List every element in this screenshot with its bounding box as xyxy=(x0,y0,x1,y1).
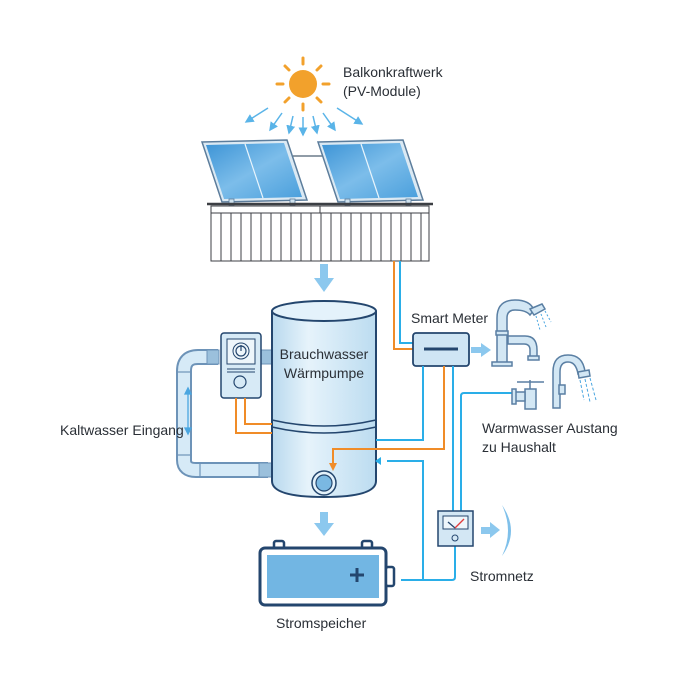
grid-meter[interactable] xyxy=(437,510,474,547)
cold-water-pipe xyxy=(176,349,274,478)
grid-arrow xyxy=(481,505,511,556)
heat-pump-tank xyxy=(271,300,377,499)
storage-label: Stromspeicher xyxy=(276,615,367,631)
pv-label-line2: (PV-Module) xyxy=(343,83,421,99)
pv-wires xyxy=(393,261,413,350)
shower-tap-icon xyxy=(491,299,547,367)
warm-water-label: Warmwasser Austang zu Haushalt xyxy=(482,419,618,457)
pv-panel-left xyxy=(200,139,309,206)
grid-label: Stromnetz xyxy=(470,568,534,584)
controller-wires xyxy=(235,398,272,434)
heatpump-label-line2: Wärmpumpe xyxy=(283,365,365,381)
valve-tap-icon xyxy=(511,380,544,410)
warm-water-label-line1: Warmwasser Austang xyxy=(482,420,618,436)
pv-label: Balkonkraftwerk (PV-Module) xyxy=(343,63,443,101)
smart-meter-label: Smart Meter xyxy=(411,310,489,326)
heatpump-label: Brauchwasser Wärmpumpe xyxy=(277,345,371,383)
balcony-railing xyxy=(207,202,433,262)
flow-direction-arrow xyxy=(183,386,193,436)
meter-to-tap-arrow xyxy=(471,343,491,357)
gooseneck-tap-icon xyxy=(552,354,591,409)
controller-unit[interactable] xyxy=(220,332,262,399)
orange-arrowhead xyxy=(329,463,337,471)
battery-icon xyxy=(258,539,396,607)
blue-arrowhead xyxy=(375,457,381,465)
energy-flow-arrow-down xyxy=(314,264,334,292)
water-spray-right xyxy=(579,377,597,403)
sun-rays xyxy=(244,107,364,137)
storage-flow-arrow xyxy=(314,512,334,536)
meter-wires xyxy=(332,366,517,581)
cold-water-label: Kaltwasser Eingang xyxy=(60,422,184,438)
sun-icon xyxy=(275,56,331,112)
pv-panel-right xyxy=(316,139,425,206)
pv-label-line1: Balkonkraftwerk xyxy=(343,64,443,80)
warm-water-label-line2: zu Haushalt xyxy=(482,439,556,455)
heatpump-label-line1: Brauchwasser xyxy=(279,346,369,362)
smart-meter[interactable] xyxy=(412,332,470,367)
water-spray-top xyxy=(535,310,552,331)
